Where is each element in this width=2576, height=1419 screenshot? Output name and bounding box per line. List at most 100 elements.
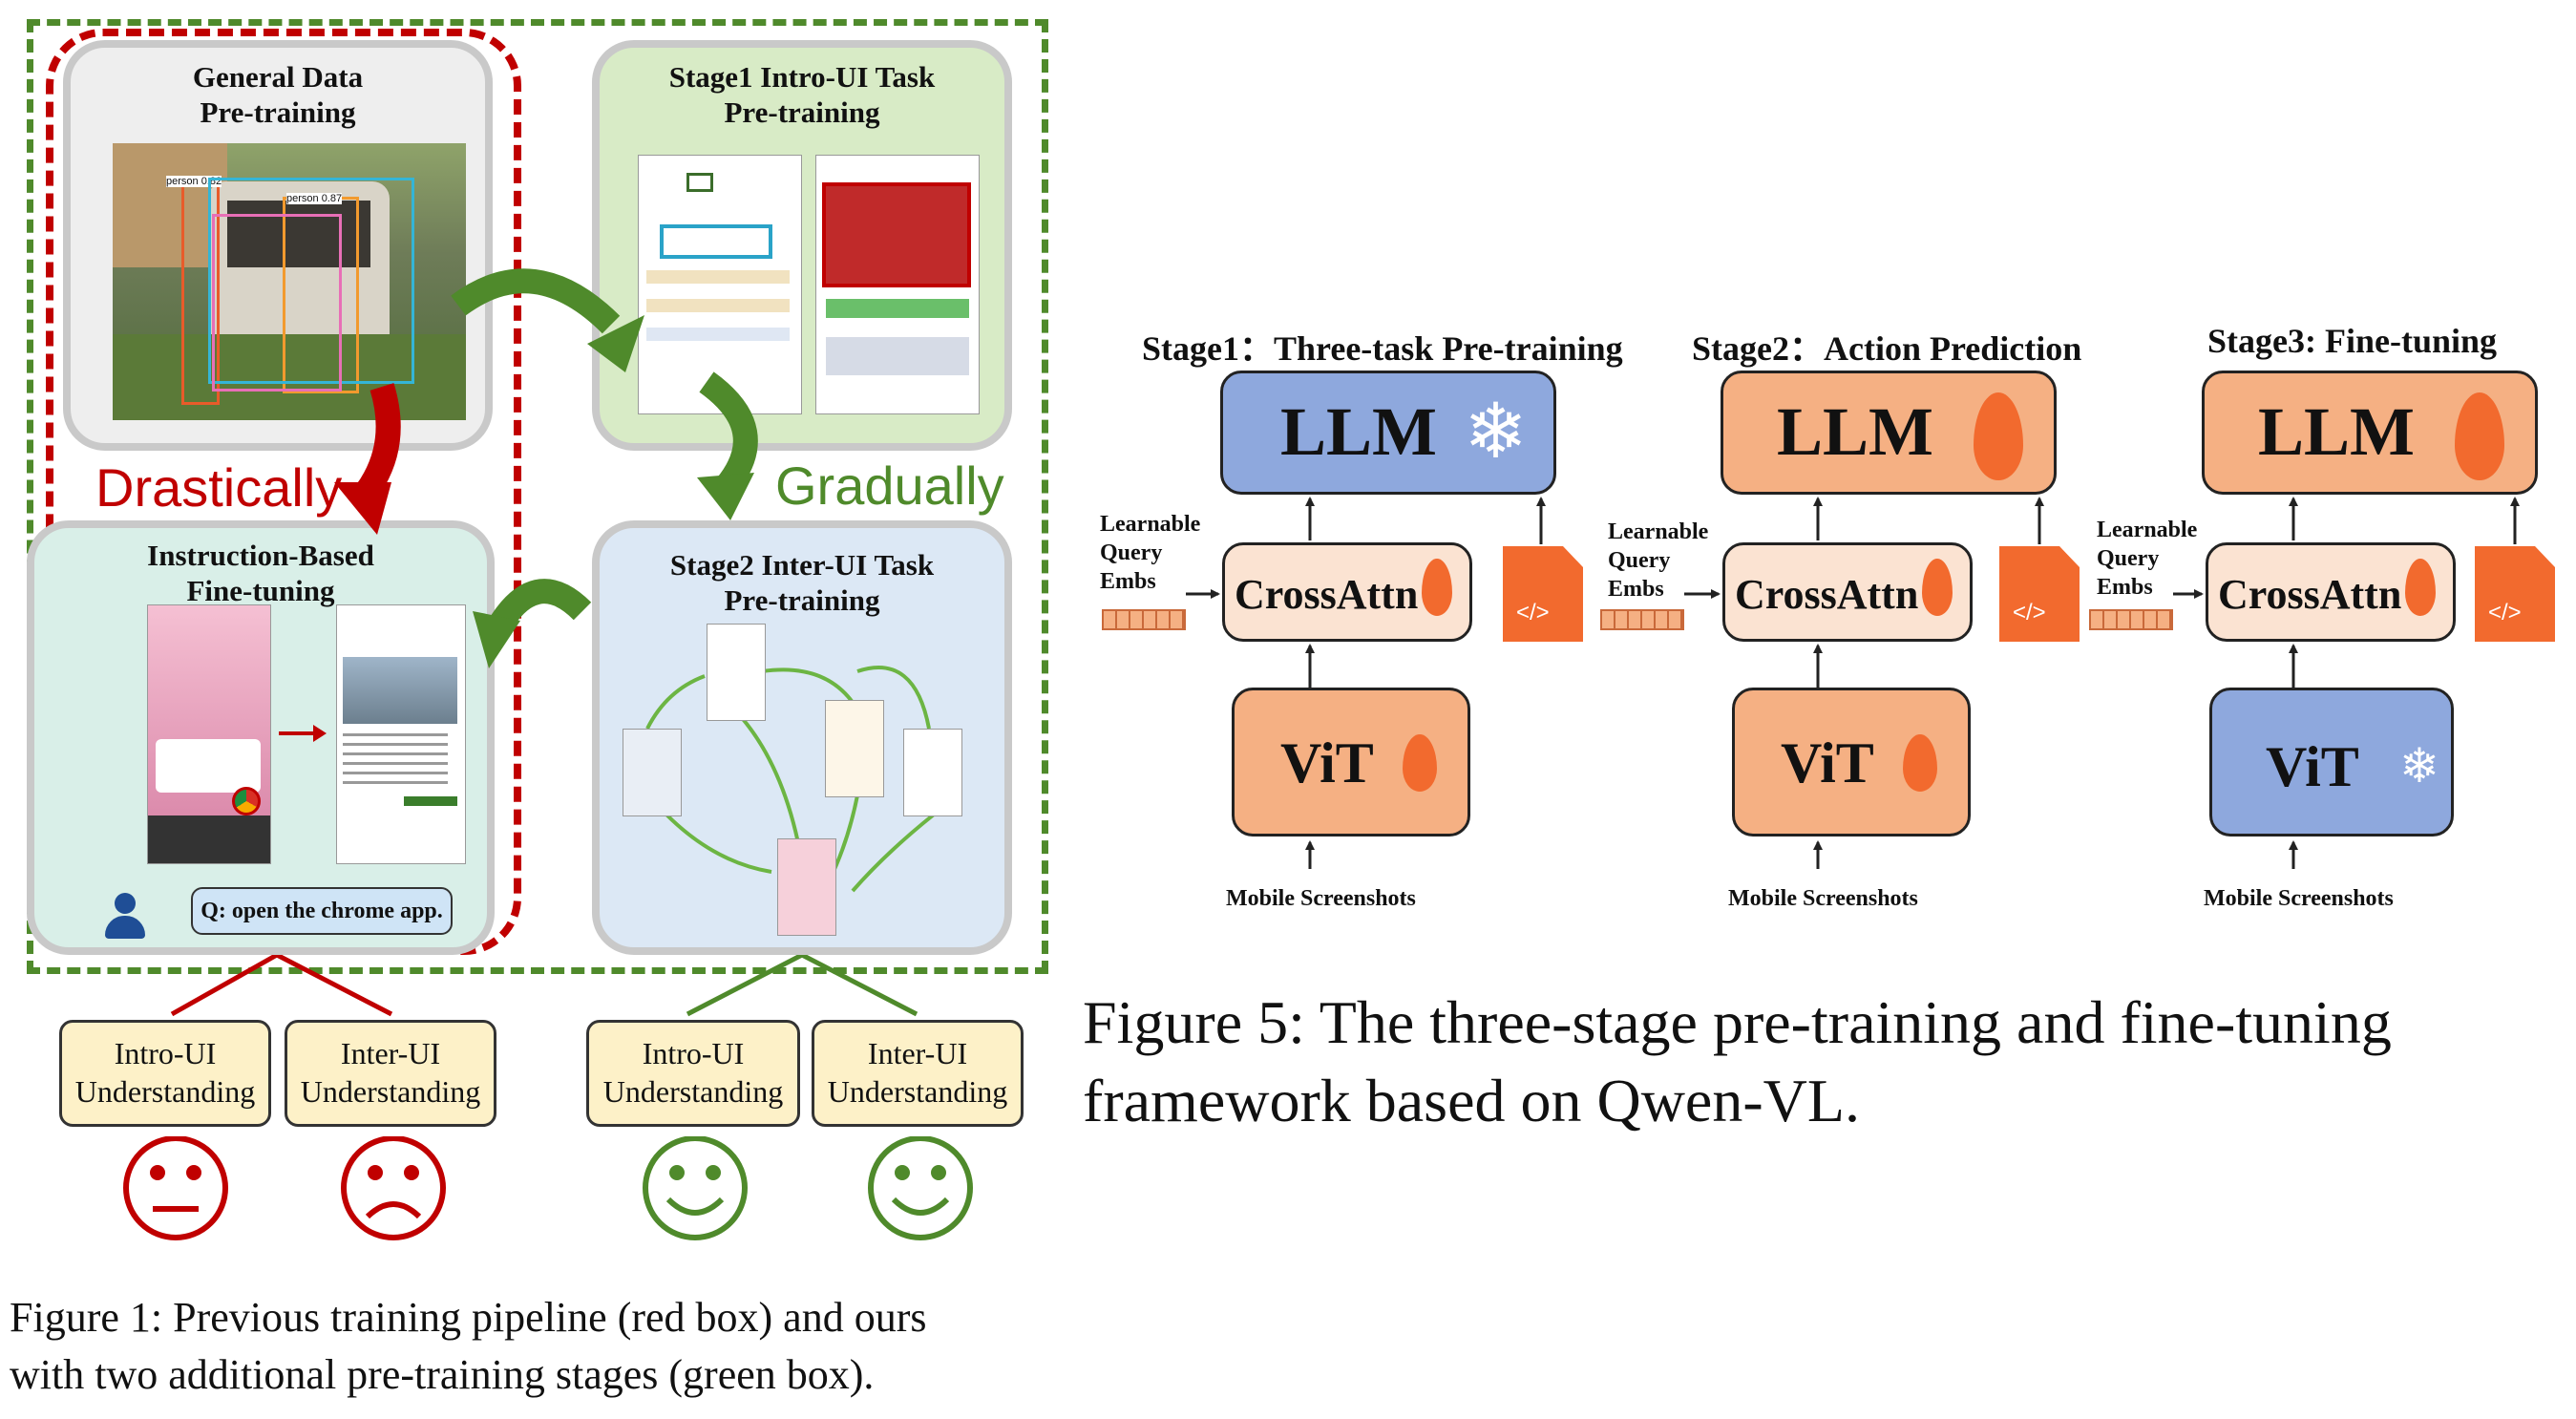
llm-label: LLM <box>1777 393 1934 470</box>
query-embs-stage1 <box>1102 609 1186 630</box>
ui-screen-video <box>815 155 980 414</box>
vit-box-stage2: ViT <box>1732 688 1971 837</box>
crossattn-label: CrossAttn <box>1735 571 1919 618</box>
graph-screen <box>707 624 766 721</box>
browser-building-image <box>343 657 457 724</box>
llm-box-stage1: LLM ❄ <box>1220 371 1556 495</box>
llm-label: LLM <box>1280 393 1438 470</box>
user-icon <box>103 893 149 939</box>
panel-stage2: Stage2 Inter-UI Task Pre-training <box>592 520 1012 955</box>
vit-label: ViT <box>1781 731 1874 794</box>
green-dashed-box <box>27 19 1048 974</box>
understanding-text: Inter-UI Understanding <box>300 1036 481 1109</box>
snowflake-icon: ❄ <box>1464 391 1529 475</box>
label-drastically: Drastically <box>95 457 343 518</box>
connector-green <box>686 955 804 1017</box>
code-doc-icon: </> <box>1999 546 2080 642</box>
flame-icon <box>2405 559 2436 616</box>
understanding-text: Intro-UI Understanding <box>602 1036 784 1109</box>
input-label-stage1: Mobile Screenshots <box>1226 886 1416 911</box>
graph-edge <box>645 674 706 730</box>
flame-icon <box>1974 392 2023 480</box>
detection-label-2: person 0.87 <box>286 193 343 204</box>
understanding-box-inter-red: Inter-UI Understanding <box>285 1020 496 1127</box>
panel-instruction: Instruction-Based Fine-tuning Q: open th… <box>27 520 495 955</box>
code-doc-icon: </> <box>1503 546 1583 642</box>
arrow-head <box>587 315 644 372</box>
graph-screen <box>623 729 682 816</box>
detection-box-4 <box>212 214 342 392</box>
code-doc-icon-label: </> <box>2488 600 2522 625</box>
input-label-stage2: Mobile Screenshots <box>1728 886 1918 911</box>
code-doc-icon-label: </> <box>2013 600 2046 625</box>
understanding-text: Inter-UI Understanding <box>827 1036 1008 1109</box>
graph-edge <box>665 813 772 874</box>
input-label-stage3: Mobile Screenshots <box>2204 886 2394 911</box>
detection-box-3 <box>208 178 414 384</box>
ui-list-row <box>646 328 790 341</box>
flame-icon <box>1903 734 1937 792</box>
query-label-stage3: Learnable Query Embs <box>2097 518 2198 600</box>
flame-icon <box>2455 392 2504 480</box>
stage-title-2: Stage2：Action Prediction <box>1692 329 2082 368</box>
ui-screen-list <box>638 155 802 414</box>
photo-car-people: person 0.82 person 0.87 <box>113 143 466 420</box>
browser-green-button <box>404 796 457 806</box>
photo-trunk <box>227 201 370 267</box>
arrow-general-to-stage1 <box>451 268 621 334</box>
faces <box>123 1136 973 1240</box>
ui-highlight-box <box>660 224 772 259</box>
stage-title-1: Stage1：Three-task Pre-training <box>1142 329 1623 368</box>
connector-green <box>800 955 918 1017</box>
ui-banner <box>822 182 971 287</box>
graph-screen <box>825 700 884 797</box>
arrow-head <box>473 611 520 668</box>
graph-screen <box>777 838 836 936</box>
phone-browser-screen <box>336 604 466 864</box>
label-gradually: Gradually <box>775 455 1004 516</box>
phone-search-card <box>156 739 261 793</box>
face-sad-icon <box>341 1136 446 1240</box>
crossattn-label: CrossAttn <box>1235 571 1419 618</box>
graph-screen <box>903 729 962 816</box>
graph-edge <box>851 813 936 893</box>
llm-box-stage3: LLM <box>2202 371 2538 495</box>
vit-label: ViT <box>2266 735 2359 798</box>
flame-icon <box>1403 734 1437 792</box>
stage-title-3: Stage3: Fine-tuning <box>2207 322 2498 360</box>
panel-stage1: Stage1 Intro-UI Task Pre-training <box>592 40 1012 451</box>
photo-grass <box>113 334 466 420</box>
query-embs-stage2 <box>1600 609 1684 630</box>
connector-red <box>275 955 393 1017</box>
query-bubble: Q: open the chrome app. <box>191 887 453 935</box>
panel-general-data: General Data Pre-training person 0.82 pe… <box>63 40 493 451</box>
code-doc-icon: </> <box>2475 546 2555 642</box>
graph-edge <box>856 666 931 730</box>
arrow-stage2-to-instruction <box>485 579 592 637</box>
ui-icon-row <box>826 299 969 318</box>
user-icon-body <box>105 916 145 939</box>
crossattn-box-stage2: CrossAttn <box>1722 542 1973 642</box>
phone-home-screen <box>147 604 271 864</box>
chrome-icon <box>232 787 261 815</box>
vit-label: ViT <box>1280 731 1374 794</box>
detection-label-1: person 0.82 <box>166 176 222 187</box>
face-neutral-icon <box>123 1136 228 1240</box>
flame-icon <box>1922 559 1953 616</box>
connector-red <box>170 955 279 1017</box>
panel-title-general: General Data Pre-training <box>192 60 364 129</box>
arrow-head <box>334 482 391 535</box>
llm-label: LLM <box>2258 393 2416 470</box>
vit-box-stage1: ViT <box>1232 688 1470 837</box>
figure-1-caption: Figure 1: Previous training pipeline (re… <box>10 1294 927 1398</box>
understanding-text: Intro-UI Understanding <box>74 1036 256 1109</box>
graph-edge <box>761 667 859 711</box>
face-happy-icon <box>868 1136 973 1240</box>
face-happy-icon <box>643 1136 748 1240</box>
query-embs-stage3 <box>2089 609 2173 630</box>
understanding-box-inter-green: Inter-UI Understanding <box>812 1020 1024 1127</box>
ui-thumb-row <box>826 337 969 375</box>
user-icon-head <box>115 893 136 914</box>
arrow-head <box>697 473 754 520</box>
